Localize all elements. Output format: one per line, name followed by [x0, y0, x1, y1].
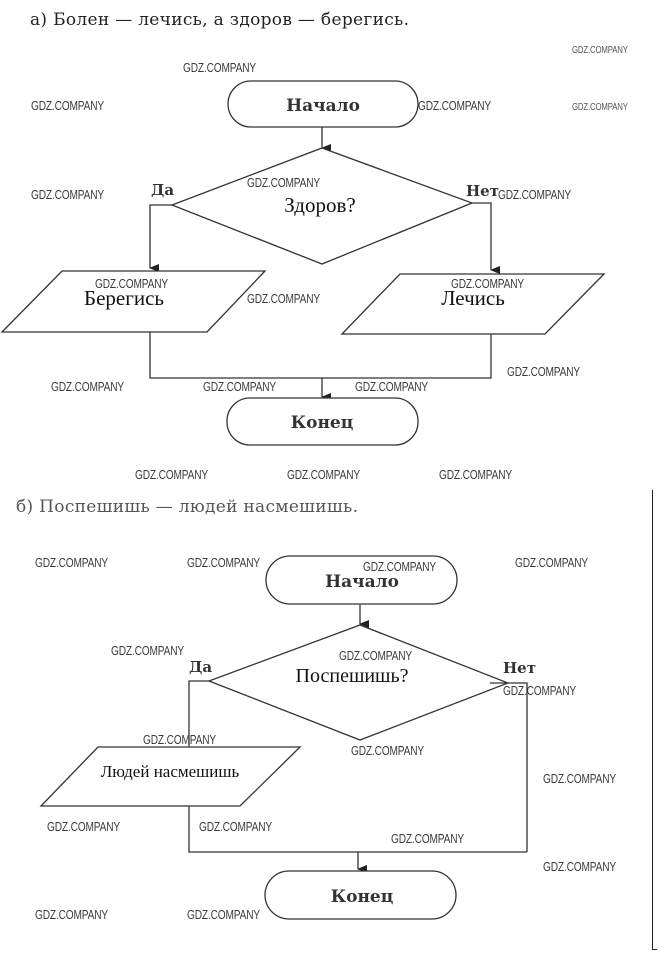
watermark: GDZ.COMPANY — [572, 45, 628, 56]
no-branch-b — [490, 682, 528, 852]
yes-label-b: Да — [189, 658, 212, 676]
page-margin-line — [652, 490, 653, 950]
watermark: GDZ.COMPANY — [203, 379, 277, 394]
page-margin-foot — [652, 949, 657, 950]
watermark: GDZ.COMPANY — [187, 907, 261, 922]
merge-line-b — [188, 806, 527, 853]
flowchart-a — [0, 80, 606, 446]
end-label-b: Конец — [331, 887, 394, 907]
start-label-a: Начало — [286, 96, 360, 116]
watermark: GDZ.COMPANY — [187, 555, 261, 570]
watermark: GDZ.COMPANY — [439, 467, 513, 482]
watermark: GDZ.COMPANY — [498, 187, 572, 202]
yes-label-a: Да — [151, 181, 174, 199]
decision-diamond-a — [170, 147, 474, 265]
decision-diamond-b — [207, 624, 510, 741]
section-b-heading: б) Поспешишь — людей насмешишь. — [16, 497, 359, 517]
watermark: GDZ.COMPANY — [355, 379, 429, 394]
no-label-b: Нет — [503, 659, 536, 677]
io-berega-a — [0, 270, 267, 333]
watermark: GDZ.COMPANY — [183, 60, 257, 75]
yes-branch-a — [149, 204, 172, 272]
start-terminal-b — [265, 555, 458, 605]
start-label-b: Начало — [325, 572, 399, 592]
watermark: GDZ.COMPANY — [111, 643, 185, 658]
end-terminal-b — [264, 870, 457, 920]
yes-action-label-a: Берегись — [84, 286, 164, 310]
decision-label-a: Здоров? — [284, 193, 355, 217]
watermark: GDZ.COMPANY — [543, 859, 617, 874]
start-terminal-a — [227, 80, 419, 128]
no-label-a: Нет — [466, 182, 499, 200]
yes-action-label-b: Людей насмешишь — [101, 762, 240, 781]
watermark: GDZ.COMPANY — [31, 98, 105, 113]
watermark: GDZ.COMPANY — [287, 467, 361, 482]
io-lechis-a — [340, 273, 606, 335]
merge-line-a — [149, 332, 492, 379]
io-nasmeshish-b — [39, 746, 302, 807]
watermark: GDZ.COMPANY — [51, 379, 125, 394]
no-branch-a — [472, 202, 500, 274]
yes-branch-b — [188, 680, 209, 748]
watermark: GDZ.COMPANY — [503, 683, 577, 698]
section-a-heading: а) Болен — лечись, а здоров — берегись. — [30, 10, 410, 30]
watermark: GDZ.COMPANY — [339, 648, 413, 663]
watermark: GDZ.COMPANY — [31, 187, 105, 202]
watermark: GDZ.COMPANY — [351, 743, 425, 758]
watermark: GDZ.COMPANY — [35, 555, 109, 570]
decision-label-b: Поспешишь? — [296, 665, 409, 687]
watermark: GDZ.COMPANY — [543, 771, 617, 786]
watermark: GDZ.COMPANY — [95, 276, 169, 291]
watermark: GDZ.COMPANY — [391, 831, 465, 846]
end-label-a: Конец — [291, 413, 354, 433]
watermark: GDZ.COMPANY — [143, 732, 217, 747]
watermark: GDZ.COMPANY — [247, 175, 321, 190]
watermark: GDZ.COMPANY — [363, 559, 437, 574]
watermark: GDZ.COMPANY — [418, 98, 492, 113]
watermark: GDZ.COMPANY — [199, 819, 273, 834]
end-terminal-a — [226, 397, 419, 446]
watermark: GDZ.COMPANY — [572, 102, 628, 113]
no-action-label-a: Лечись — [441, 286, 505, 310]
watermark: GDZ.COMPANY — [135, 467, 209, 482]
watermark: GDZ.COMPANY — [515, 555, 589, 570]
watermark: GDZ.COMPANY — [247, 291, 321, 306]
watermark: GDZ.COMPANY — [451, 276, 525, 291]
watermark: GDZ.COMPANY — [507, 364, 581, 379]
watermark: GDZ.COMPANY — [35, 907, 109, 922]
flowchart-b — [39, 555, 528, 920]
watermark: GDZ.COMPANY — [47, 819, 121, 834]
